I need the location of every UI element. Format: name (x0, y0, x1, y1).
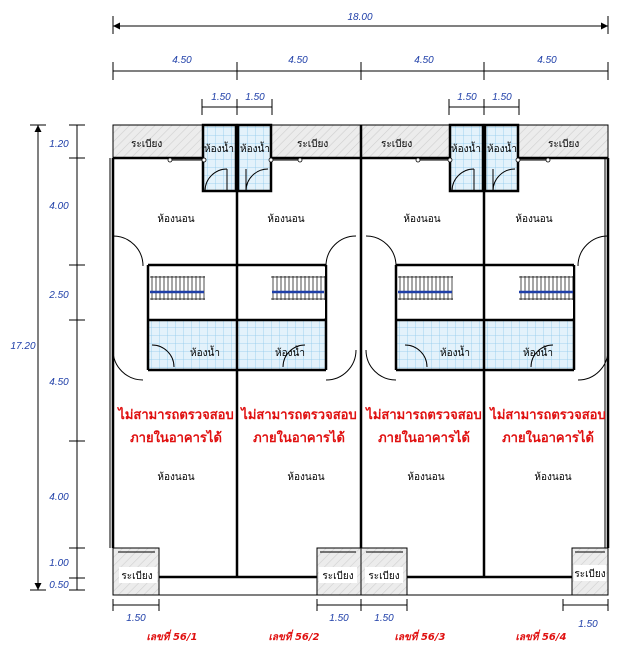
bottom-dim-2: 1.50 (329, 613, 349, 624)
unit-width-label-4: 4.50 (537, 55, 557, 66)
warning-line1-4: ไม่สามารถตรวจสอบ (488, 406, 605, 423)
row-dim-2: 4.00 (49, 201, 69, 212)
bedroom-label-4: ห้องนอน (515, 213, 552, 225)
warning-line1-1: ไม่สามารถตรวจสอบ (116, 406, 233, 423)
bedroom-label-7: ห้องนอน (407, 471, 444, 483)
bedroom-label-5: ห้องนอน (157, 471, 194, 483)
bath-width-label-4: 1.50 (492, 92, 512, 103)
bottom-balcony-label-4: ระเบียง (574, 568, 605, 580)
bath-width-label-1: 1.50 (211, 92, 231, 103)
bottom-dimensions: 1.50 1.50 1.50 1.50 เลขที่ 56/1 เลขที่ 5… (112, 599, 609, 643)
row-dim-3: 2.50 (48, 290, 69, 301)
unit-width-label-3: 4.50 (414, 55, 434, 66)
warning-line2-2: ภายในอาคารได้ (253, 429, 345, 446)
bedroom-label-3: ห้องนอน (403, 213, 440, 225)
top-bath-label-3: ห้องน้ำ (451, 141, 481, 155)
mid-bath-label-2: ห้องน้ำ (275, 345, 305, 359)
warning-line2-3: ภายในอาคารได้ (378, 429, 470, 446)
balcony-label-2: ระเบียง (297, 138, 328, 150)
bedroom-label-1: ห้องนอน (157, 213, 194, 225)
building (109, 123, 610, 596)
row-dim-4: 4.50 (49, 377, 69, 388)
room-labels: ระเบียง ระเบียง ระเบียง ระเบียง ห้องน้ำ … (116, 138, 605, 582)
warning-line2-1: ภายในอาคารได้ (130, 429, 222, 446)
bedroom-label-6: ห้องนอน (287, 471, 324, 483)
row-dim-7: 0.50 (49, 580, 69, 591)
unit-number-4: เลขที่ 56/4 (516, 629, 567, 643)
mid-bath-label-1: ห้องน้ำ (190, 345, 220, 359)
bath-width-label-2: 1.50 (245, 92, 265, 103)
left-dimensions: 17.20 1.20 4.00 2.50 4.50 4.00 1.00 0.50 (10, 124, 85, 591)
top-dimensions: 18.00 4.50 4.50 4.50 4.50 1.50 1.50 1.50… (112, 12, 609, 115)
top-bath-label-2: ห้องน้ำ (240, 141, 270, 155)
balcony-label-4: ระเบียง (548, 138, 579, 150)
bottom-dim-3: 1.50 (374, 613, 394, 624)
top-bath-label-4: ห้องน้ำ (487, 141, 517, 155)
balcony-label-1: ระเบียง (131, 138, 162, 150)
row-dim-1: 1.20 (49, 139, 69, 150)
bedroom-label-2: ห้องนอน (267, 213, 304, 225)
top-bath-label-1: ห้องน้ำ (204, 141, 234, 155)
bedroom-label-8: ห้องนอน (534, 471, 571, 483)
total-depth-label: 17.20 (10, 341, 35, 352)
unit-width-label-2: 4.50 (288, 55, 308, 66)
warning-line2-4: ภายในอาคารได้ (502, 429, 594, 446)
mid-bath-label-4: ห้องน้ำ (523, 345, 553, 359)
unit-number-2: เลขที่ 56/2 (269, 629, 320, 643)
mid-bath-label-3: ห้องน้ำ (440, 345, 470, 359)
unit-number-3: เลขที่ 56/3 (395, 629, 446, 643)
bottom-balcony-label-3: ระเบียง (368, 570, 399, 582)
row-dim-5: 4.00 (49, 492, 69, 503)
warning-line1-2: ไม่สามารถตรวจสอบ (239, 406, 356, 423)
bottom-dim-4: 1.50 (578, 619, 598, 630)
balcony-label-3: ระเบียง (381, 138, 412, 150)
bath-width-label-3: 1.50 (457, 92, 477, 103)
bottom-balcony-label-1: ระเบียง (121, 570, 152, 582)
total-width-label: 18.00 (347, 12, 372, 23)
warning-line1-3: ไม่สามารถตรวจสอบ (364, 406, 481, 423)
row-dim-6: 1.00 (49, 558, 69, 569)
bottom-balcony-label-2: ระเบียง (322, 570, 353, 582)
bottom-dim-1: 1.50 (126, 613, 146, 624)
unit-number-1: เลขที่ 56/1 (147, 629, 198, 643)
unit-width-label-1: 4.50 (172, 55, 192, 66)
